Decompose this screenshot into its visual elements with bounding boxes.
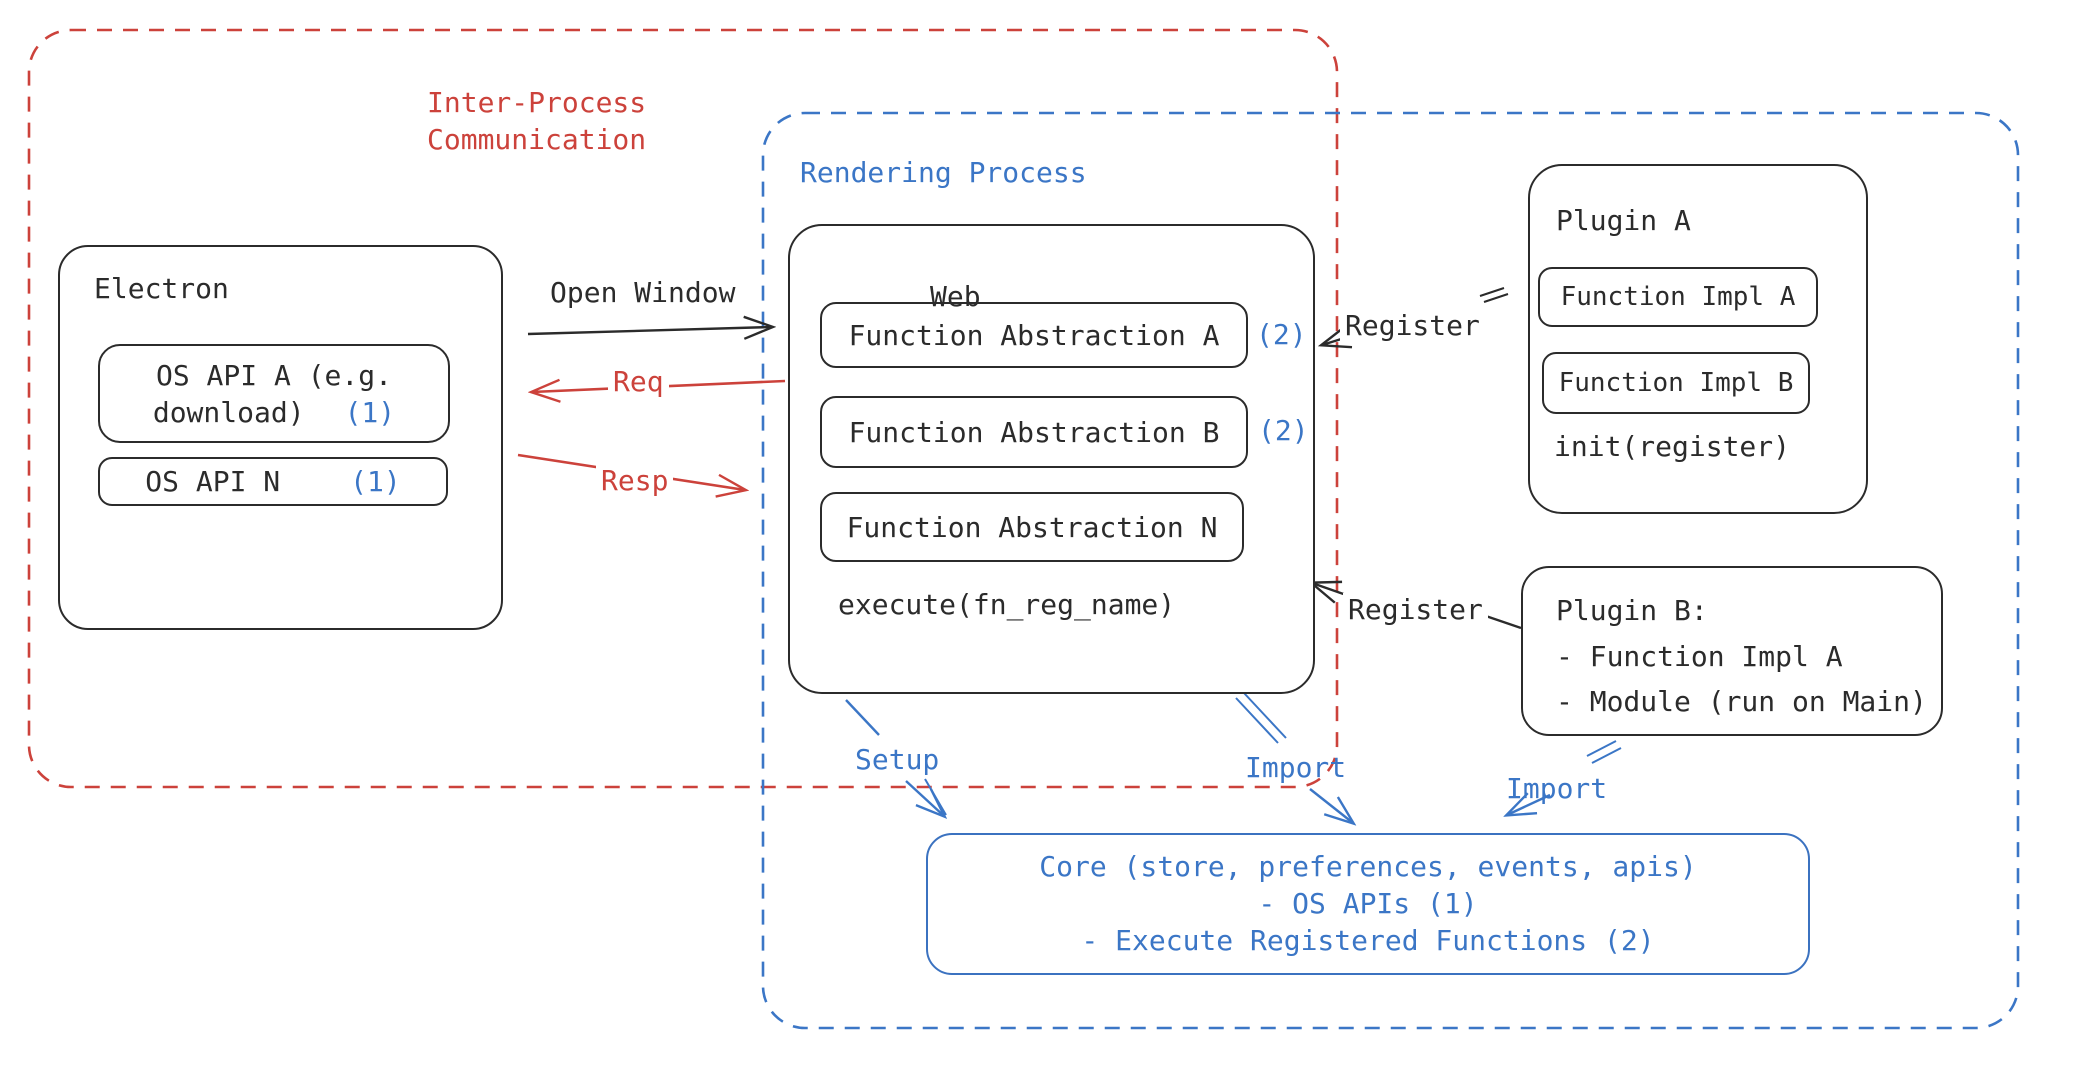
- function-impl-a-node: Function Impl A: [1538, 267, 1818, 327]
- resp-label: Resp: [596, 464, 674, 497]
- core-box: Core (store, preferences, events, apis) …: [926, 833, 1810, 975]
- os-api-a-line2-text: download): [152, 395, 305, 429]
- plugin-a-title: Plugin A: [1556, 204, 1691, 237]
- function-abstraction-n-node: Function Abstraction N: [820, 492, 1244, 562]
- core-line-2: - OS APIs (1): [1258, 887, 1478, 920]
- setup-source-line: [845, 699, 880, 736]
- function-abstraction-n-label: Function Abstraction N: [846, 510, 1218, 544]
- os-api-a-badge: (1): [344, 395, 396, 429]
- init-register-label: init(register): [1554, 430, 1791, 463]
- plugin-a-box: [1528, 164, 1868, 514]
- import-plugin-source-ticks: [1586, 740, 1622, 764]
- function-impl-b-node: Function Impl B: [1542, 352, 1810, 414]
- os-api-n-label: OS API N: [145, 465, 281, 498]
- rendering-boundary: [761, 111, 2020, 1030]
- os-api-n-node: OS API N (1): [98, 457, 448, 506]
- open-window-label: Open Window: [550, 276, 736, 309]
- execute-label: execute(fn_reg_name): [838, 588, 1176, 621]
- function-abstraction-a-badge: (2): [1256, 318, 1307, 351]
- function-abstraction-b-label: Function Abstraction B: [848, 415, 1220, 449]
- function-abstraction-b-badge: (2): [1258, 414, 1309, 447]
- import-plugin-arrow: [1507, 795, 1551, 815]
- os-api-a-line2: download) (1): [153, 394, 395, 431]
- register-top-label: Register: [1340, 309, 1485, 342]
- plugin-b-line-1: - Function Impl A: [1556, 640, 1843, 673]
- plugin-b-box: [1521, 566, 1943, 736]
- function-impl-b-label: Function Impl B: [1558, 368, 1794, 398]
- import-web-label: Import: [1245, 751, 1347, 784]
- req-label: Req: [608, 365, 669, 398]
- electron-title: Electron: [94, 272, 229, 305]
- rendering-process-label: Rendering Process: [800, 156, 1087, 189]
- setup-arrow: [905, 780, 944, 816]
- import-plugin-label: Import: [1506, 772, 1608, 805]
- core-line-3: - Execute Registered Functions (2): [1081, 924, 1655, 957]
- os-api-a-line1: OS API A (e.g.: [155, 358, 392, 392]
- register-top-source-tick: [1479, 287, 1509, 303]
- import-web-source-lines: [1235, 692, 1287, 744]
- plugin-b-title: Plugin B:: [1556, 594, 1708, 627]
- ipc-label: Inter-Process Communication: [427, 84, 646, 158]
- ipc-boundary: [27, 28, 1339, 789]
- os-api-a-node: OS API A (e.g. download) (1): [98, 344, 450, 443]
- register-bottom-label: Register: [1343, 593, 1488, 626]
- os-api-n-badge: (1): [350, 465, 401, 498]
- setup-label: Setup: [855, 743, 940, 776]
- plugin-b-line-2: - Module (run on Main): [1556, 685, 1927, 718]
- function-abstraction-b-node: Function Abstraction B: [820, 396, 1248, 468]
- ipc-label-line1: Inter-Process: [427, 86, 647, 119]
- function-abstraction-a-label: Function Abstraction A: [848, 318, 1220, 352]
- import-web-arrow: [1309, 788, 1353, 823]
- open-window-arrow: [527, 327, 772, 334]
- function-impl-a-label: Function Impl A: [1560, 282, 1796, 312]
- ipc-label-line2: Communication: [427, 123, 647, 156]
- core-line-1: Core (store, preferences, events, apis): [1039, 850, 1697, 883]
- function-abstraction-a-node: Function Abstraction A: [820, 302, 1248, 368]
- web-title: Web: [930, 280, 981, 313]
